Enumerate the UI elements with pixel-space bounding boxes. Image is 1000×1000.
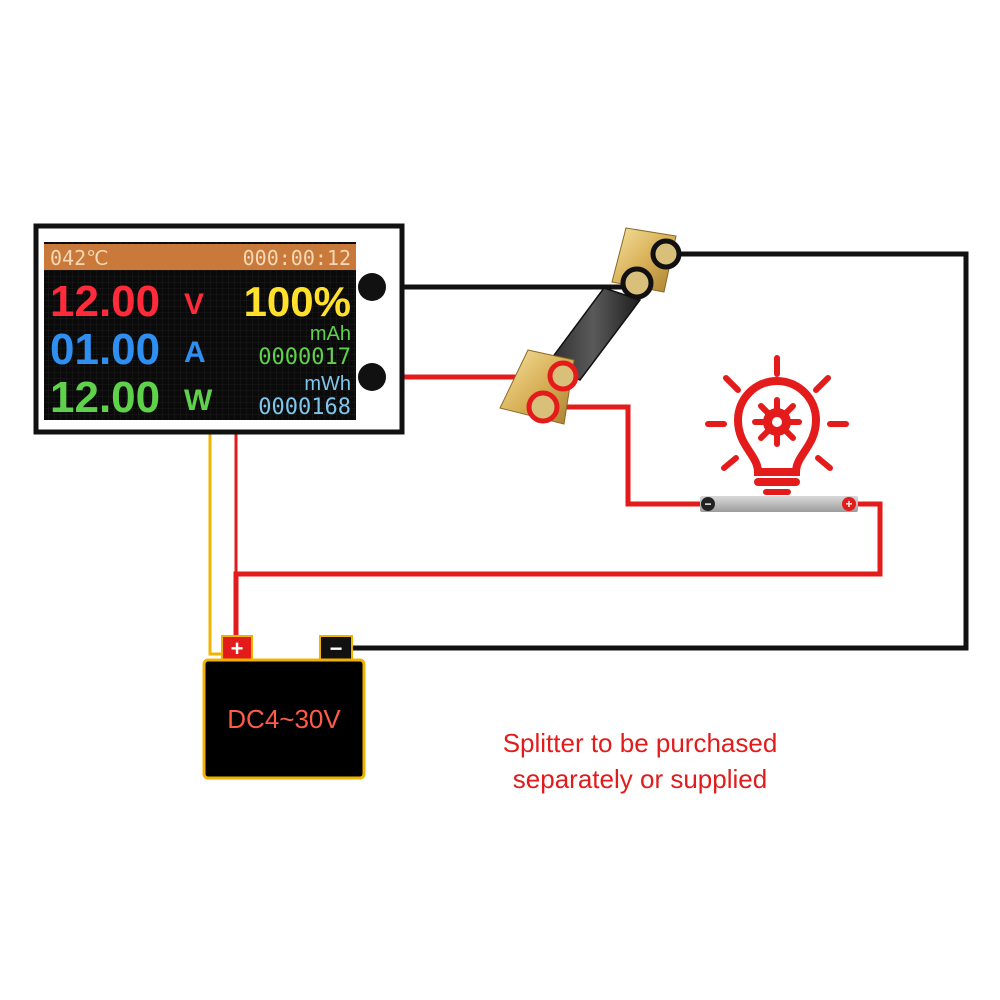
meter-current-unit: A: [184, 336, 206, 369]
battery-body: [202, 658, 366, 780]
meter-voltage-unit: V: [184, 288, 204, 321]
meter-terminal-top: [358, 273, 386, 301]
load-bar: − +: [700, 496, 858, 512]
meter-percent: 100%: [244, 278, 351, 325]
battery-minus-label: −: [330, 636, 343, 661]
shunt-top-terminal: [650, 238, 682, 270]
wire-yellow-lead: [208, 430, 222, 656]
wire-black-shunt-to-battery-minus: [352, 251, 969, 651]
meter-voltage-value: 12.00: [50, 277, 160, 326]
note-line-2: separately or supplied: [513, 764, 767, 794]
load-plus-terminal: [842, 497, 856, 511]
load-plus-label: +: [845, 497, 852, 511]
meter-status-bar: [44, 244, 356, 270]
shunt-top-bolt: [620, 266, 654, 300]
battery-plus-label: +: [231, 636, 244, 661]
meter-power-unit: W: [184, 384, 213, 417]
light-bulb-gear-icon: [705, 355, 849, 495]
shunt-bottom-bolt: [526, 390, 560, 424]
meter-current-value: 01.00: [50, 325, 160, 374]
wires: [208, 251, 969, 656]
load-minus-label: −: [704, 497, 711, 511]
meter-timer: 000:00:12: [243, 246, 351, 270]
meter-power-value: 12.00: [50, 373, 160, 422]
battery-plus-terminal: [221, 635, 253, 661]
wire-red-shunt-to-load: [543, 404, 704, 507]
wire-red-load-to-battery: [233, 501, 883, 640]
meter-temperature: 042℃: [50, 246, 109, 270]
note-line-1: Splitter to be purchased: [503, 728, 778, 758]
load-minus-terminal: [701, 497, 715, 511]
meter-terminal-bottom: [358, 363, 386, 391]
meter-capacity-value: 0000017: [258, 345, 351, 370]
battery-voltage-label: DC4~30V: [227, 704, 341, 734]
shunt-splitter: [499, 227, 682, 425]
meter-energy-unit: mWh: [304, 373, 351, 395]
meter-energy-value: 0000168: [258, 395, 351, 420]
shunt-bottom-terminal: [547, 360, 579, 392]
meter-module: 042℃ 000:00:12 12.00 V 01.00 A 12.00 W 1…: [33, 223, 405, 435]
battery: + − DC4~30V: [202, 635, 366, 780]
meter-lcd: [44, 242, 356, 420]
meter-capacity-unit: mAh: [310, 323, 351, 345]
